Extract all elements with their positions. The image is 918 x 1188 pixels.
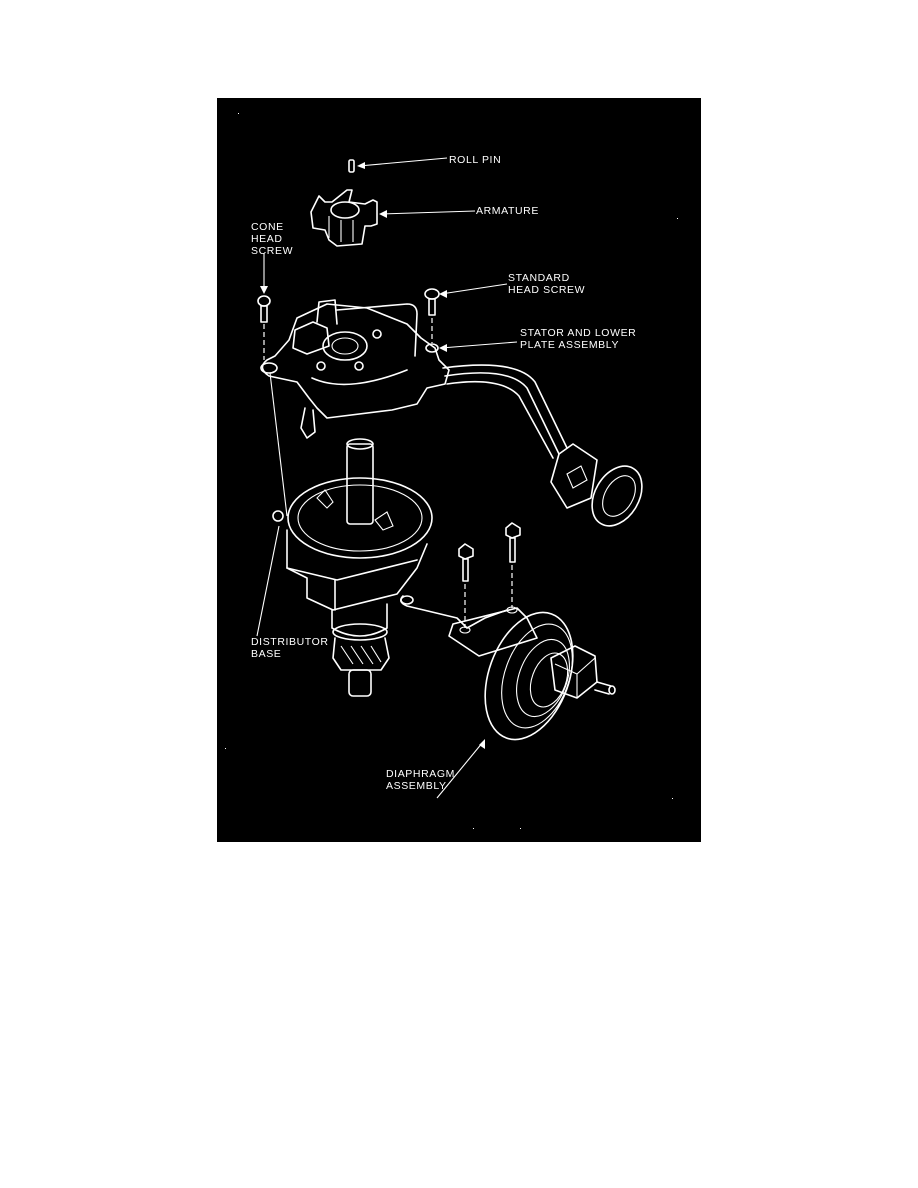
label-stator-lower-plate: STATOR AND LOWER PLATE ASSEMBLY [520, 327, 636, 351]
cone-head-screw-part [257, 253, 288, 517]
label-line: BASE [251, 648, 282, 660]
roll-pin-part [348, 157, 448, 173]
label-cone-head-screw: CONE HEAD SCREW [251, 221, 293, 257]
distributor-base-part [256, 438, 433, 697]
label-roll-pin-text: ROLL PIN [449, 154, 502, 166]
wire-harness-connector [442, 364, 643, 527]
label-armature-text: ARMATURE [476, 205, 539, 217]
label-line: STATOR AND LOWER [520, 327, 637, 339]
scan-noise [225, 113, 678, 829]
label-line: HEAD SCREW [508, 284, 586, 296]
label-standard-head-screw: STANDARD HEAD SCREW [508, 272, 585, 296]
label-line: HEAD [251, 233, 283, 245]
stator-lower-plate-part [260, 299, 518, 439]
label-armature: ARMATURE [476, 205, 539, 217]
diagram-panel: ROLL PIN ARMATURE CONE HEAD SCREW STANDA… [217, 98, 701, 842]
label-line: PLATE ASSEMBLY [520, 339, 620, 351]
standard-head-screw-part [424, 283, 508, 343]
diaphragm-bolts [458, 522, 521, 628]
label-line: CONE [251, 221, 284, 233]
armature-part [310, 189, 476, 247]
label-line: STANDARD [508, 272, 570, 284]
label-line: ASSEMBLY [386, 780, 447, 792]
distributor-exploded-diagram [225, 113, 678, 829]
label-line: DISTRIBUTOR [251, 636, 329, 648]
diaphragm-assembly-part [399, 595, 616, 799]
label-distributor-base: DISTRIBUTOR BASE [251, 636, 329, 660]
label-line: DIAPHRAGM [386, 768, 455, 780]
label-diaphragm-assembly: DIAPHRAGM ASSEMBLY [386, 768, 455, 792]
label-line: SCREW [251, 245, 294, 257]
label-roll-pin: ROLL PIN [449, 154, 501, 166]
